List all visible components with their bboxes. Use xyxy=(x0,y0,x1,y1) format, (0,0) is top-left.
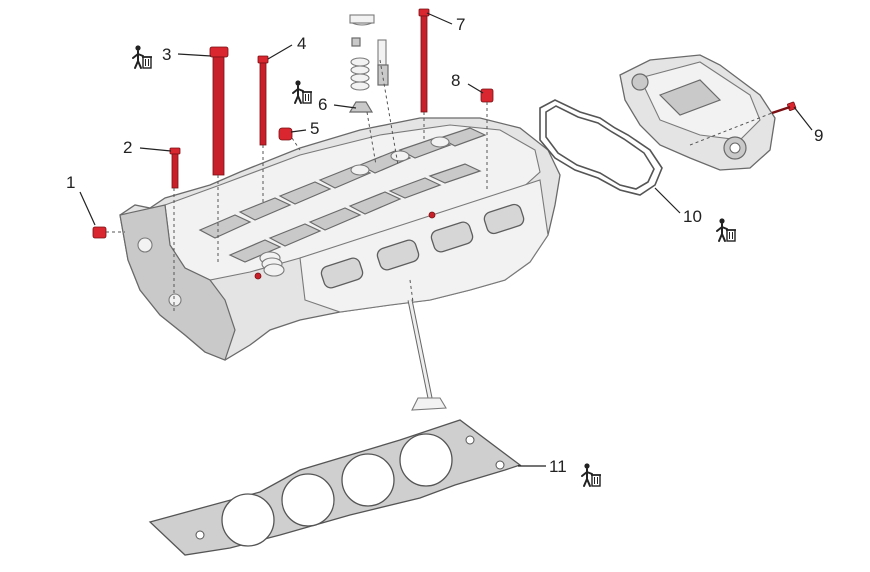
callout-5: 5 xyxy=(310,119,319,138)
callout-4: 4 xyxy=(297,34,306,53)
cylinder-head xyxy=(119,117,561,361)
callout-11: 11 xyxy=(549,457,567,476)
discard-replace-icon xyxy=(581,462,602,487)
callout-9: 9 xyxy=(814,126,823,145)
assembly-lines xyxy=(106,59,773,312)
bolt-4 xyxy=(257,55,269,146)
callout-6: 6 xyxy=(318,95,327,114)
bolts xyxy=(92,8,797,239)
callout-1: 1 xyxy=(66,173,75,192)
bolt-2 xyxy=(169,147,181,189)
valve-spring-6 xyxy=(348,14,389,113)
leader-lines xyxy=(79,12,813,467)
bolt-7 xyxy=(418,8,430,113)
callout-10: 10 xyxy=(683,207,702,226)
valve xyxy=(407,299,447,411)
callout-7: 7 xyxy=(456,15,465,34)
callout-labels: 1 2 3 4 5 6 7 8 9 10 11 xyxy=(66,15,823,476)
valve-train xyxy=(198,127,487,277)
plug-8 xyxy=(480,88,494,103)
intake-ports xyxy=(299,179,549,313)
plug-5 xyxy=(278,127,293,141)
discard-replace-icon xyxy=(716,217,737,242)
bolt-9 xyxy=(771,101,797,115)
bolt-3 xyxy=(209,46,229,176)
discard-replace-icon xyxy=(292,79,313,104)
bolt-1 xyxy=(92,226,107,239)
cylinder-head-gasket xyxy=(148,419,522,556)
thermostat-housing xyxy=(619,54,776,171)
housing-seal xyxy=(539,99,663,196)
discard-replace-icon xyxy=(132,44,153,69)
callout-8: 8 xyxy=(451,71,460,90)
callout-2: 2 xyxy=(123,138,132,157)
callout-3: 3 xyxy=(162,45,171,64)
